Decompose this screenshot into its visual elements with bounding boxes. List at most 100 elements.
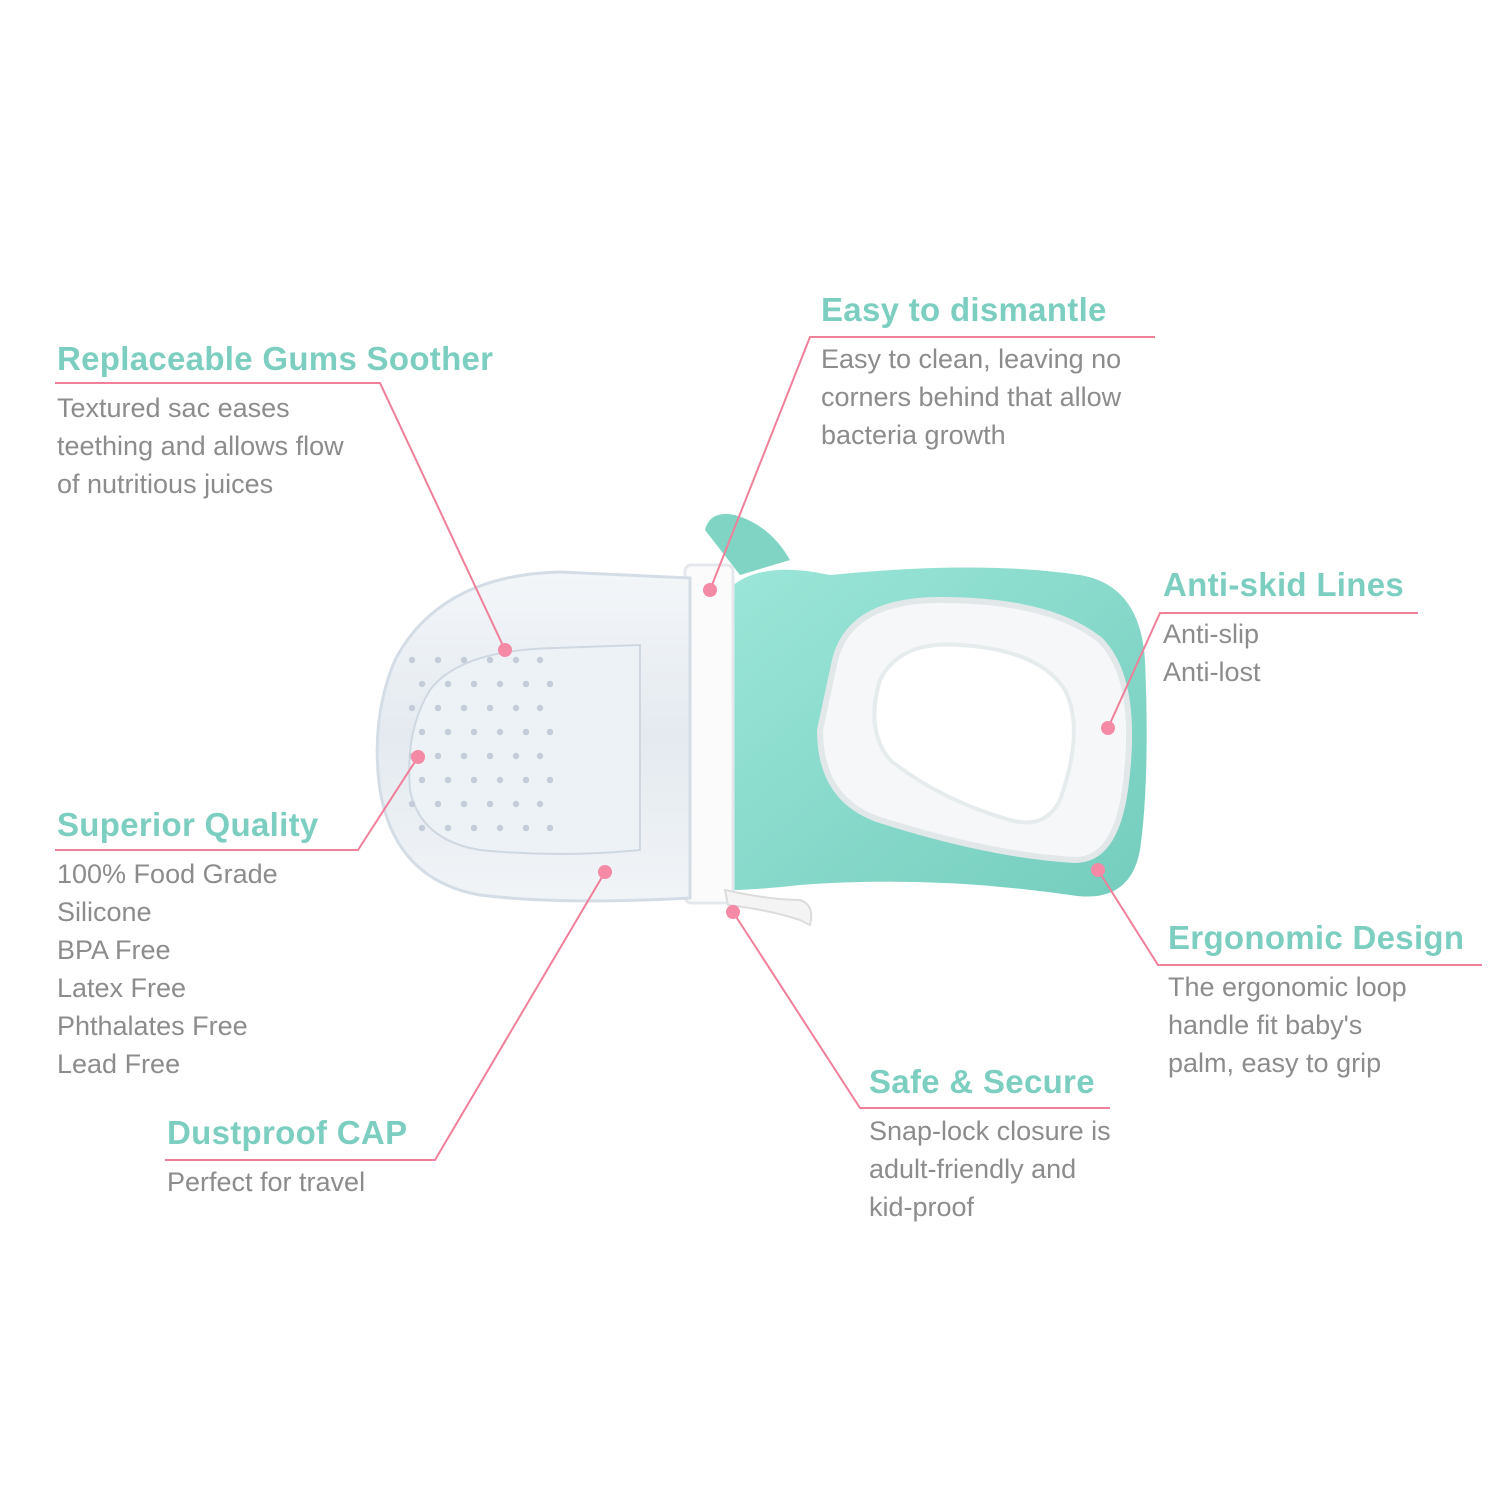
dot-anti-skid-lines bbox=[1101, 721, 1115, 735]
sac-texture-dot bbox=[512, 752, 520, 760]
sac-texture-dot bbox=[486, 704, 494, 712]
sac-texture-dot bbox=[444, 728, 452, 736]
sac-texture-dot bbox=[536, 704, 544, 712]
leader-dustproof-cap bbox=[165, 871, 606, 1161]
sac-texture-dot bbox=[546, 680, 554, 688]
leader-anti-skid-lines bbox=[1107, 612, 1418, 729]
sac-texture-dot bbox=[536, 656, 544, 664]
feature-line: Anti-slip bbox=[1163, 619, 1260, 649]
sac-texture-dot bbox=[496, 728, 504, 736]
feature-title: Anti-skid Lines bbox=[1163, 566, 1405, 603]
dot-dustproof-cap bbox=[598, 865, 612, 879]
leader-replaceable-gums-soother bbox=[55, 382, 506, 651]
feature-line: teething and allows flow bbox=[57, 431, 344, 461]
feature-replaceable-gums-soother: Replaceable Gums Soother Textured sac ea… bbox=[57, 339, 493, 503]
mesh-sac bbox=[408, 643, 641, 855]
sac-texture-dot bbox=[522, 776, 530, 784]
sac-texture-dot bbox=[444, 776, 452, 784]
sac-texture-dot bbox=[418, 680, 426, 688]
sac-texture-dot bbox=[496, 824, 504, 832]
sac-texture-dot bbox=[486, 800, 494, 808]
feature-line: Lead Free bbox=[57, 1049, 181, 1079]
feature-line: Silicone bbox=[57, 897, 152, 927]
snap-clip bbox=[723, 888, 813, 927]
feature-description: Easy to clean, leaving no corners behind… bbox=[821, 340, 1121, 454]
sac-texture-dot bbox=[444, 680, 452, 688]
feature-description: Anti-slip Anti-lost bbox=[1163, 615, 1404, 691]
feature-description: Textured sac eases teething and allows f… bbox=[57, 389, 493, 503]
collar-ring bbox=[683, 563, 735, 905]
sac-texture-dot bbox=[470, 680, 478, 688]
feature-line: Anti-lost bbox=[1163, 657, 1261, 687]
dot-easy-to-dismantle bbox=[703, 583, 717, 597]
sac-texture-dot bbox=[470, 728, 478, 736]
sac-texture-dot bbox=[496, 680, 504, 688]
feature-title: Superior Quality bbox=[57, 806, 319, 843]
sac-texture-dot bbox=[408, 704, 416, 712]
feature-description: Snap-lock closure is adult-friendly and … bbox=[869, 1112, 1111, 1226]
sac-texture-dot bbox=[512, 656, 520, 664]
dot-replaceable-gums-soother bbox=[498, 643, 512, 657]
leader-superior-quality bbox=[55, 756, 419, 851]
feature-ergonomic-design: Ergonomic Design The ergonomic loop hand… bbox=[1168, 918, 1464, 1082]
callout-dots bbox=[411, 583, 1115, 919]
feature-line: Phthalates Free bbox=[57, 1011, 248, 1041]
sac-texture-dot bbox=[460, 752, 468, 760]
feature-line: 100% Food Grade bbox=[57, 859, 278, 889]
feature-title: Easy to dismantle bbox=[821, 291, 1107, 328]
feature-anti-skid-lines: Anti-skid Lines Anti-slip Anti-lost bbox=[1163, 565, 1404, 691]
sac-texture-dot bbox=[434, 800, 442, 808]
feature-line: adult-friendly and bbox=[869, 1154, 1077, 1184]
sac-texture-dot bbox=[434, 752, 442, 760]
feature-description: Perfect for travel bbox=[167, 1163, 407, 1201]
leader-easy-to-dismantle bbox=[709, 336, 1155, 591]
sac-texture-dot bbox=[418, 776, 426, 784]
feature-description: 100% Food Grade Silicone BPA Free Latex … bbox=[57, 855, 319, 1083]
feature-line: Easy to clean, leaving no bbox=[821, 344, 1122, 374]
feature-title: Ergonomic Design bbox=[1168, 919, 1465, 956]
feature-description: The ergonomic loop handle fit baby's pal… bbox=[1168, 968, 1464, 1082]
sac-texture-dot bbox=[496, 776, 504, 784]
feature-line: kid-proof bbox=[869, 1192, 975, 1222]
dot-superior-quality bbox=[411, 750, 425, 764]
sac-texture-dot bbox=[408, 656, 416, 664]
sac-texture-dot bbox=[434, 656, 442, 664]
sac-texture-dot bbox=[546, 728, 554, 736]
sac-texture-dot bbox=[434, 704, 442, 712]
feature-title: Replaceable Gums Soother bbox=[57, 340, 494, 377]
dot-ergonomic-design bbox=[1091, 863, 1105, 877]
sac-texture-dot bbox=[460, 656, 468, 664]
sac-texture-dot bbox=[444, 824, 452, 832]
feature-safe-and-secure: Safe & Secure Snap-lock closure is adult… bbox=[869, 1062, 1111, 1226]
sac-texture-dots bbox=[408, 656, 554, 832]
sac-texture-dot bbox=[536, 800, 544, 808]
sac-texture-dot bbox=[546, 824, 554, 832]
sac-texture-dot bbox=[546, 776, 554, 784]
feature-superior-quality: Superior Quality 100% Food Grade Silicon… bbox=[57, 805, 319, 1083]
sac-texture-dot bbox=[418, 728, 426, 736]
sac-texture-dot bbox=[486, 656, 494, 664]
sac-texture-dot bbox=[512, 800, 520, 808]
feature-line: bacteria growth bbox=[821, 420, 1006, 450]
sac-texture-dot bbox=[418, 824, 426, 832]
feature-title: Safe & Secure bbox=[869, 1063, 1095, 1100]
feature-line: The ergonomic loop bbox=[1168, 972, 1407, 1002]
feature-line: corners behind that allow bbox=[821, 382, 1122, 412]
sac-texture-dot bbox=[536, 752, 544, 760]
feature-line: Perfect for travel bbox=[167, 1167, 366, 1197]
baby-feeder-product bbox=[375, 514, 1147, 927]
sac-texture-dot bbox=[522, 824, 530, 832]
snap-tab bbox=[705, 514, 790, 575]
feature-easy-to-dismantle: Easy to dismantle Easy to clean, leaving… bbox=[821, 290, 1121, 454]
feature-line: BPA Free bbox=[57, 935, 171, 965]
callout-leaders bbox=[55, 336, 1482, 1161]
feature-line: Textured sac eases bbox=[57, 393, 290, 423]
feature-line: Latex Free bbox=[57, 973, 187, 1003]
feeder-handle-hole bbox=[872, 642, 1076, 825]
dot-safe-and-secure bbox=[726, 905, 740, 919]
leader-safe-and-secure bbox=[732, 911, 1110, 1109]
sac-texture-dot bbox=[408, 800, 416, 808]
sac-texture-dot bbox=[522, 728, 530, 736]
sac-texture-dot bbox=[470, 776, 478, 784]
